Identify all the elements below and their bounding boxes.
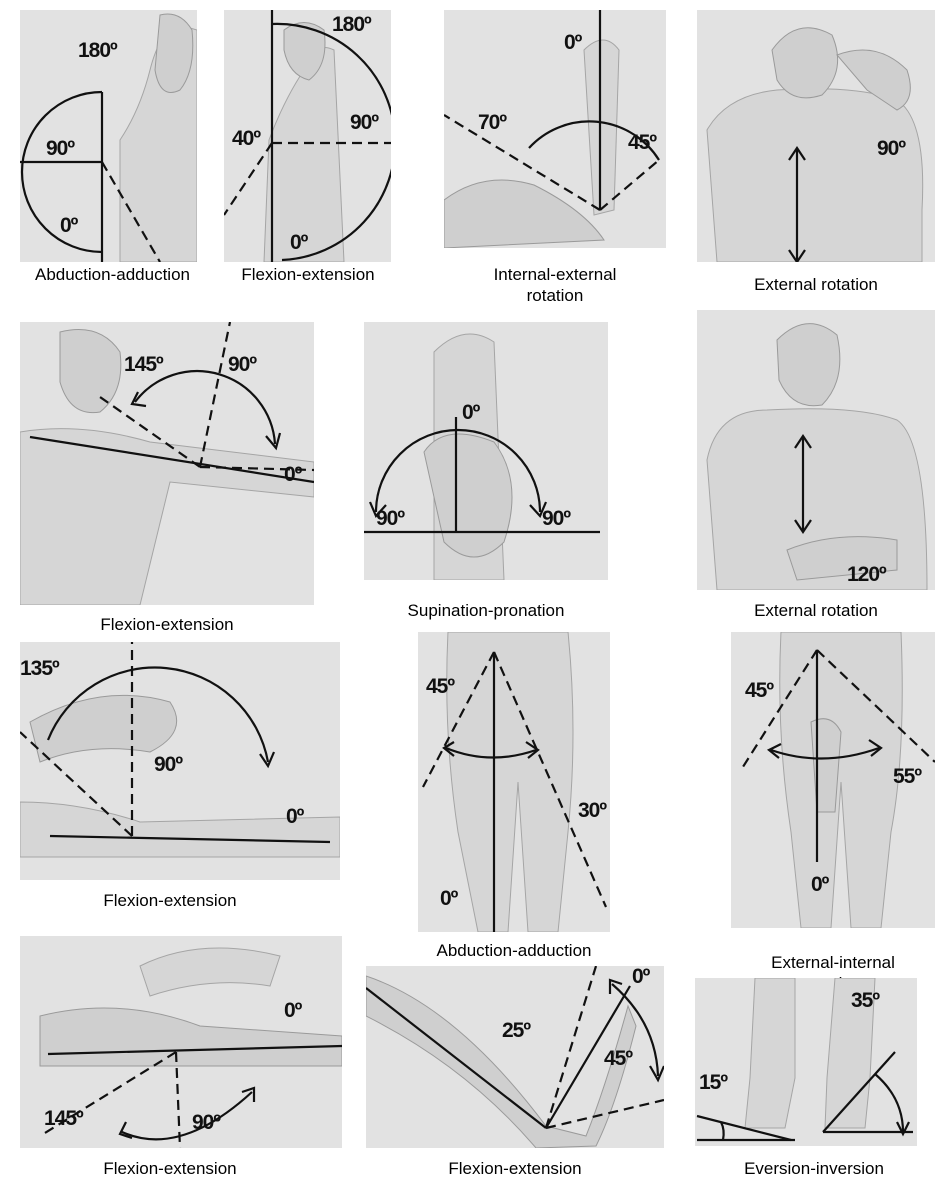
angle-label: 0º	[60, 214, 78, 237]
caption-line: Internal-external	[493, 265, 617, 284]
angle-label: 90º	[877, 137, 906, 160]
panel-shoulder-rotation: 0º 70º 45º	[444, 10, 666, 248]
angle-label: 90º	[154, 753, 183, 776]
angle-label: 0º	[811, 873, 829, 896]
angle-label: 90º	[228, 353, 257, 376]
angle-label: 90º	[46, 137, 75, 160]
angle-label: 0º	[284, 463, 302, 486]
panel-shoulder-abduction: 180º 90º 0º	[20, 10, 197, 262]
panel-caption: Flexion-extension	[448, 1159, 582, 1178]
panel-horizontal-flexion: 145º 90º 0º	[20, 322, 314, 605]
angle-label: 0º	[632, 966, 650, 988]
angle-label: 55º	[893, 765, 922, 788]
panel-hip-flexion: 135º 90º 0º	[20, 642, 340, 880]
shoulder-rotation-diagram	[444, 10, 660, 248]
angle-label: 45º	[745, 679, 774, 702]
hip-flexion-diagram	[20, 642, 340, 858]
angle-label: 30º	[578, 799, 607, 822]
panel-caption: Flexion-extension	[241, 265, 375, 284]
external-rotation-diagram	[706, 27, 924, 262]
shoulder-abduction-diagram	[20, 13, 197, 262]
panel-caption: External rotation	[754, 601, 878, 620]
supination-pronation-diagram	[364, 333, 600, 580]
angle-label: 45º	[426, 675, 455, 698]
caption-line: External-internal	[771, 953, 895, 972]
angle-label: 0º	[284, 999, 302, 1022]
panel-supination-pronation: 0º 90º 90º	[364, 322, 608, 580]
panel-caption: Abduction-adduction	[34, 265, 190, 284]
angle-label: 90º	[192, 1111, 221, 1134]
caption-line: rotation	[526, 286, 584, 305]
panel-caption: Internal-external rotation	[444, 264, 666, 306]
angle-label: 145º	[44, 1107, 84, 1130]
angle-label: 0º	[462, 401, 480, 424]
external-rotation-back-diagram	[706, 323, 928, 590]
panel-caption: Abduction-adduction	[436, 941, 592, 960]
angle-label: 120º	[847, 563, 887, 586]
angle-label: 35º	[851, 989, 880, 1012]
hip-rotation-diagram	[740, 632, 935, 928]
angle-label: 25º	[502, 1019, 531, 1042]
panel-hip-abduction: 45º 30º 0º	[418, 632, 610, 932]
angle-label: 180º	[78, 39, 118, 62]
horizontal-flexion-diagram	[20, 322, 314, 605]
eversion-inversion-diagram	[696, 978, 913, 1142]
angle-label: 90º	[376, 507, 405, 530]
panel-caption: External rotation	[754, 275, 878, 294]
panel-ankle-flexion: 25º 0º 45º	[366, 966, 664, 1148]
panel-caption: Eversion-inversion	[744, 1159, 884, 1178]
panel-caption: Flexion-extension	[103, 1159, 237, 1178]
panel-knee-flexion: 0º 145º 90º	[20, 936, 342, 1148]
panel-eversion-inversion: 15º 35º	[695, 978, 917, 1146]
ankle-flexion-diagram	[366, 966, 664, 1148]
panel-external-rotation-1: 90º	[697, 10, 935, 262]
panel-external-rotation-2: 120º	[697, 310, 935, 590]
panel-hip-rotation: 45º 55º 0º	[731, 632, 935, 928]
angle-label: 0º	[440, 887, 458, 910]
angle-label: 135º	[20, 657, 60, 680]
panel-caption: Supination-pronation	[407, 601, 565, 620]
angle-label: 180º	[332, 13, 372, 36]
angle-label: 45º	[628, 131, 657, 154]
angle-label: 145º	[124, 353, 164, 376]
knee-flexion-diagram	[39, 947, 342, 1148]
angle-label: 40º	[232, 127, 261, 150]
shoulder-flexion-diagram	[224, 10, 391, 262]
panel-caption: Flexion-extension	[100, 615, 234, 634]
angle-label: 15º	[699, 1071, 728, 1094]
angle-label: 0º	[564, 31, 582, 54]
panel-shoulder-flexion: 180º 90º 40º 0º	[224, 10, 391, 262]
angle-label: 0º	[290, 231, 308, 254]
hip-abduction-diagram	[422, 632, 608, 932]
angle-label: 0º	[286, 805, 304, 828]
panel-caption: Flexion-extension	[103, 891, 237, 910]
angle-label: 45º	[604, 1047, 633, 1070]
angle-label: 70º	[478, 111, 507, 134]
angle-label: 90º	[542, 507, 571, 530]
angle-label: 90º	[350, 111, 379, 134]
